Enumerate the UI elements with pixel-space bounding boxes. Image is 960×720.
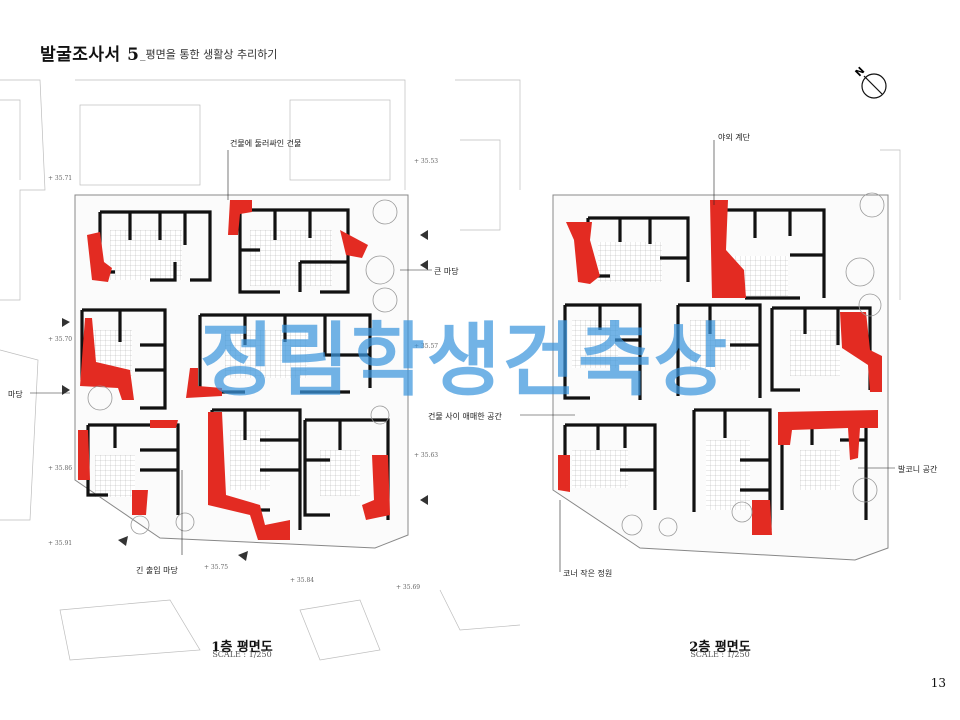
elevation-mark: + 35.53 [414,158,439,165]
floor-1-plan-scale: SCALE : 1/250 [212,650,272,659]
f1-highlight-a [87,232,112,282]
f1-highlight-b1 [228,200,252,235]
elevation-mark: + 35.70 [48,336,73,343]
f1-block-b-tiles [250,230,332,286]
context-lines-2f [439,79,901,631]
f2-highlight-e [840,312,882,392]
annotation-yard: 마당 [8,390,23,399]
elevation-mark: + 35.63 [414,452,439,459]
f2-highlight-h [778,410,878,460]
page-number: 13 [930,676,946,690]
annotation-ambiguous-space: 건물 사이 애매한 공간 [428,412,502,421]
floor-1-plan-title: 1층 평면도 [211,640,273,655]
f1-block-g-tiles [320,450,360,496]
north-arrow-icon: N [854,65,887,99]
annotation-corner-garden: 코너 작은 정원 [563,569,613,578]
f2-block-h-tiles [800,450,840,490]
f1-highlight-b2 [340,230,368,258]
elevation-mark: + 35.91 [48,540,73,547]
elevation-mark: + 35.86 [48,465,73,472]
f2-block-f-tiles [572,450,628,488]
f2-highlight-b [710,200,746,298]
elevation-mark: + 35.71 [48,175,73,182]
annotation-long-entry-yard: 긴 출입 마당 [136,566,178,575]
f2-highlight-g [752,500,772,535]
annotation-large-yard: 큰 마당 [434,267,459,276]
floor-2-plan-title: 2층 평면도 [689,640,751,655]
context-lines-1f [0,79,406,661]
elevation-mark: + 35.84 [290,577,315,584]
f1-highlight-e1 [78,430,90,480]
elevation-mark: + 35.75 [204,564,229,571]
annotation-outdoor-stair: 야외 계단 [718,133,750,142]
elevation-mark: + 35.57 [414,343,439,350]
f2-block-c-tiles [572,320,618,368]
f2-block-e-tiles [790,330,840,376]
f2-block-g-tiles [706,440,750,510]
floor-2-plan [520,140,895,572]
f2-highlight-f [558,455,570,492]
elevation-mark: + 35.69 [396,584,421,591]
f2-highlight-a [566,222,600,284]
f1-block-d-tiles [225,330,307,378]
f1-highlight-e2 [150,420,178,428]
annotation-balcony-space: 발코니 공간 [898,465,938,474]
f1-block-a-tiles [110,230,182,280]
f1-highlight-d [186,368,222,398]
floor-1-plan [30,150,432,561]
f1-highlight-f [208,412,290,540]
f1-block-e-tiles [95,455,135,497]
annotation-surrounded-building: 건물에 둘러싸인 건물 [230,139,302,148]
f1-highlight-e3 [132,490,148,515]
watermark-text: 정림학생건축상 [200,314,730,407]
f1-highlight-c [80,318,134,400]
floor-2-plan-scale: SCALE : 1/250 [690,650,750,659]
page-title: 발굴조사서 5 [40,45,140,65]
page-subtitle: _평면을 통한 생활상 추리하기 [140,48,278,61]
f1-highlight-g [362,455,390,520]
